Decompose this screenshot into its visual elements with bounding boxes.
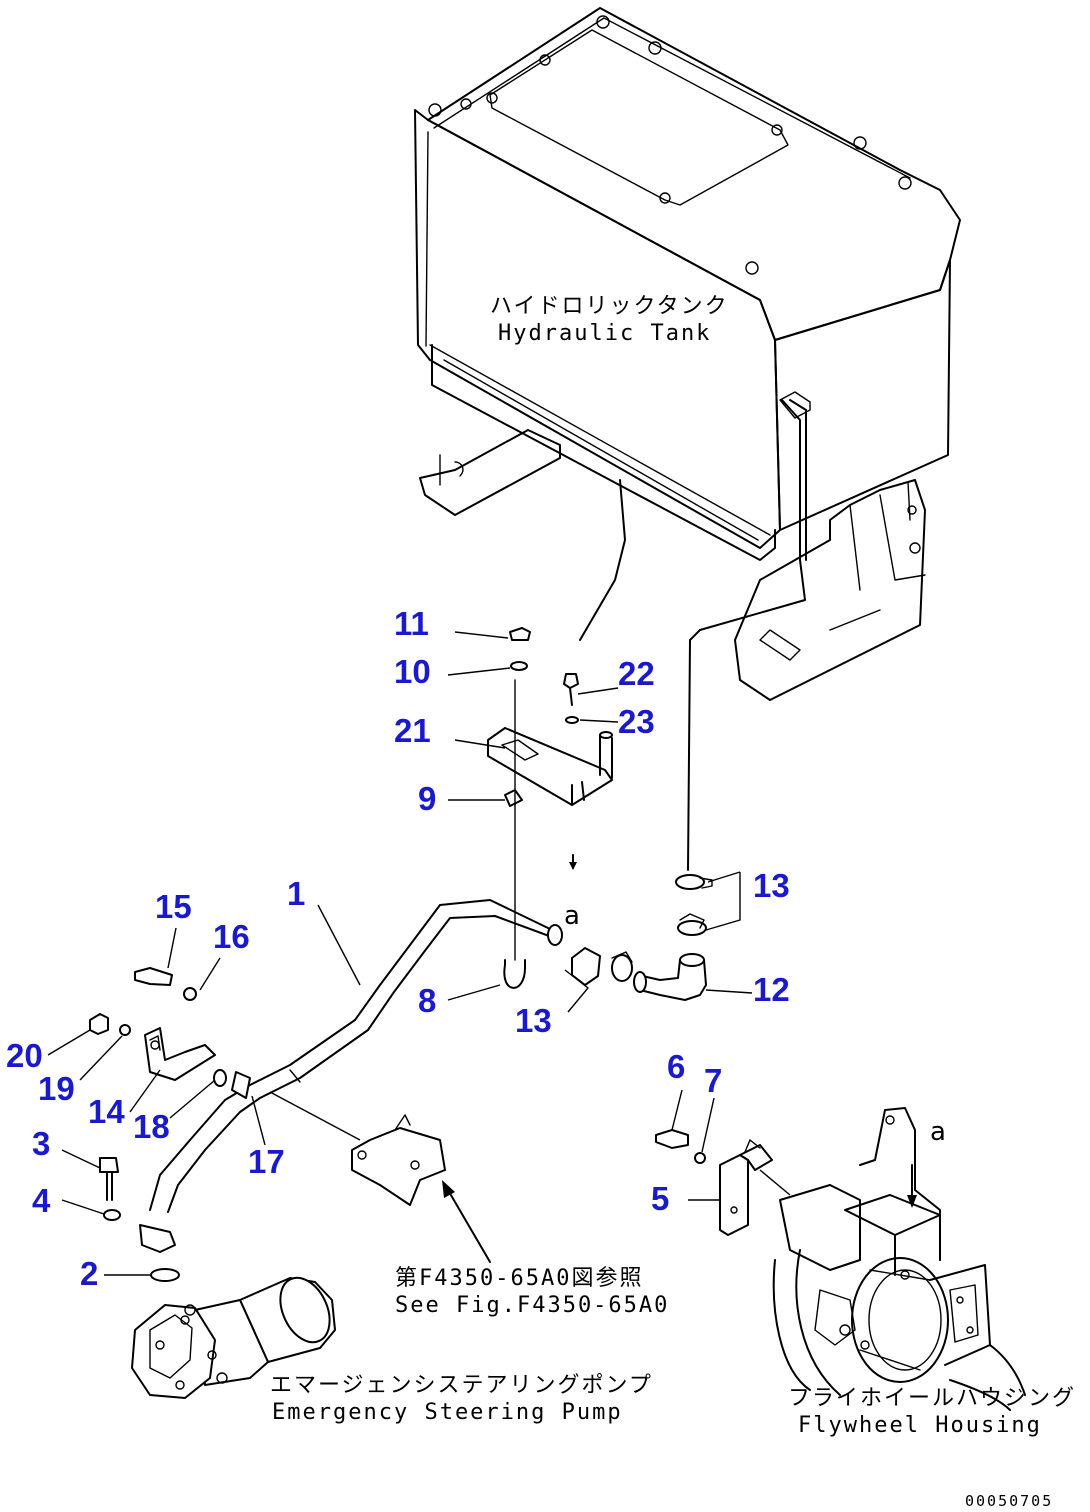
callout-13-lower: 13 <box>515 1002 552 1039</box>
bolt-22 <box>563 673 579 706</box>
nut-20 <box>89 1013 109 1035</box>
callout-18: 18 <box>133 1108 170 1145</box>
clamp-18 <box>213 1069 227 1087</box>
clamp-bracket-14 <box>144 1027 216 1081</box>
callout-14: 14 <box>88 1093 125 1130</box>
callout-15: 15 <box>155 888 192 925</box>
bracket-5 <box>719 1139 773 1236</box>
hose-12 <box>633 953 707 1001</box>
washer-10 <box>510 661 528 671</box>
callout-8: 8 <box>418 982 436 1019</box>
flywheel-label-jp: フライホイールハウジング <box>788 1386 1076 1411</box>
u-bolt-8 <box>503 959 526 989</box>
callout-1: 1 <box>287 875 305 912</box>
hydraulic-tank-label-en: Hydraulic Tank <box>498 321 711 346</box>
nut-11 <box>509 627 531 641</box>
pipe-1 <box>149 899 563 1213</box>
clamp-17 <box>231 1071 251 1099</box>
hydraulic-tank <box>414 7 961 871</box>
pump-label-jp: エマージェンシステアリングポンプ <box>270 1373 653 1398</box>
flywheel-label-en: Flywheel Housing <box>798 1413 1042 1438</box>
callout-19: 19 <box>38 1070 75 1107</box>
see-fig-label-jp: 第F4350-65A0図参照 <box>395 1266 643 1291</box>
washer-7 <box>694 1152 706 1164</box>
callout-16: 16 <box>213 918 250 955</box>
clip-9 <box>504 789 523 807</box>
callout-4: 4 <box>32 1182 51 1219</box>
callout-17: 17 <box>248 1143 285 1180</box>
bolt-15 <box>134 967 173 986</box>
ref-mark-lower: a <box>930 1117 946 1147</box>
pipe-bracket <box>351 1114 446 1206</box>
leader-lines <box>47 631 753 1276</box>
drawing-code: 00050705 <box>965 1492 1053 1510</box>
callout-11: 11 <box>394 605 429 642</box>
hose-clamps-13-upper <box>675 874 713 936</box>
callout-5: 5 <box>651 1180 669 1217</box>
flywheel-housing <box>772 1107 1026 1411</box>
ref-mark-upper: a <box>564 901 580 931</box>
o-ring-2 <box>150 1268 180 1282</box>
callout-23: 23 <box>618 703 655 740</box>
callout-12: 12 <box>753 971 790 1008</box>
callout-3: 3 <box>32 1125 50 1162</box>
pipe-flange <box>139 1224 176 1253</box>
washer-4 <box>103 1209 121 1221</box>
washer-16 <box>183 987 197 1001</box>
washer-23 <box>565 716 579 724</box>
callout-20: 20 <box>6 1037 43 1074</box>
callout-7: 7 <box>704 1062 722 1099</box>
see-fig-label-en: See Fig.F4350-65A0 <box>395 1293 669 1318</box>
callout-2: 2 <box>80 1255 98 1292</box>
hose-clamps-13-lower <box>571 947 633 986</box>
callout-22: 22 <box>618 655 655 692</box>
bolt-6 <box>655 1129 689 1149</box>
callout-13-upper: 13 <box>753 867 790 904</box>
callout-9: 9 <box>418 780 436 817</box>
bolt-3 <box>99 1157 119 1201</box>
washer-19 <box>119 1024 131 1036</box>
hydraulic-tank-label-jp: ハイドロリックタンク <box>490 294 729 319</box>
callout-21: 21 <box>394 712 431 749</box>
callout-6: 6 <box>667 1048 685 1085</box>
callout-10: 10 <box>394 653 431 690</box>
pump-label-en: Emergency Steering Pump <box>272 1400 623 1425</box>
bracket-21 <box>487 727 613 806</box>
emergency-steering-pump <box>131 1276 336 1399</box>
